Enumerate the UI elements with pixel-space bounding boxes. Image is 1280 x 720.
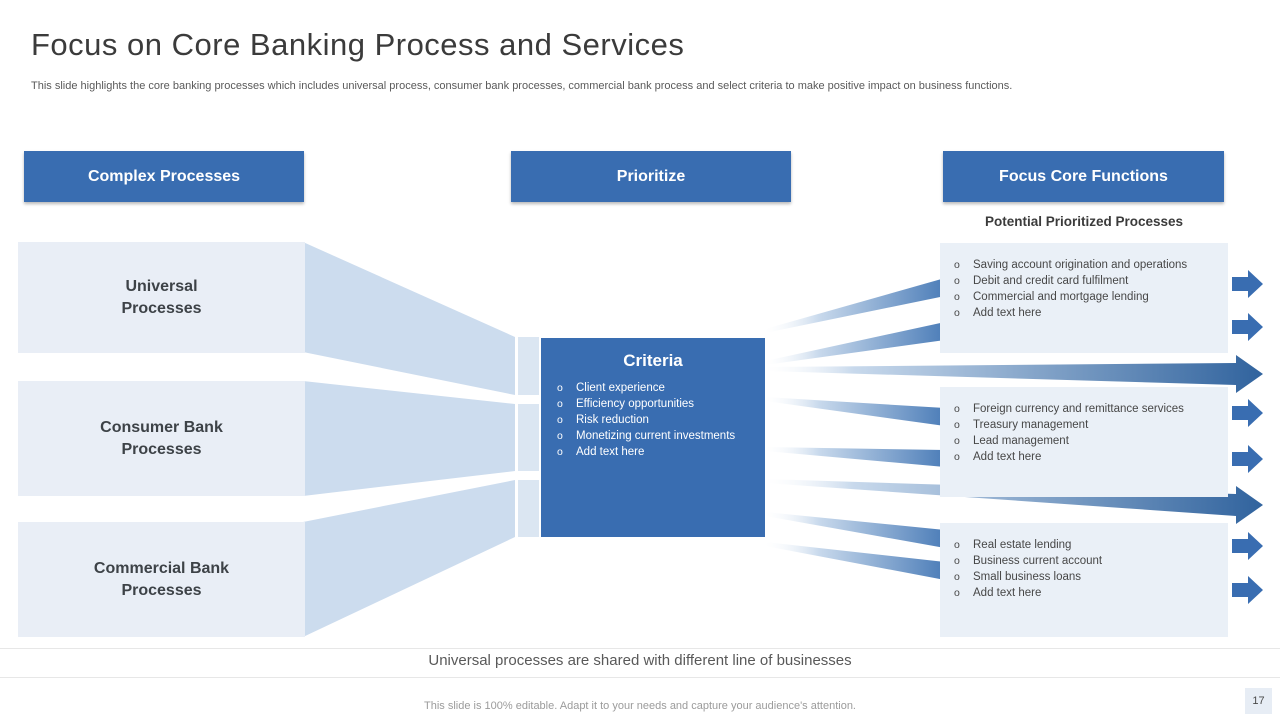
bullet-item: o Add text here xyxy=(541,444,765,460)
footer-note: This slide is 100% editable. Adapt it to… xyxy=(424,700,856,712)
bullet-item: o Client experience xyxy=(541,380,765,396)
bullet-marker-icon: o xyxy=(954,259,960,271)
bullet-item: o Risk reduction xyxy=(541,412,765,428)
bullet-marker-icon: o xyxy=(954,291,960,303)
stage-header-complex-processes: Complex Processes xyxy=(24,151,304,202)
panel-2-bullet-list: o Foreign currency and remittance service… xyxy=(940,401,1228,465)
panel-1-bullet-list: o Saving account origination and operatio… xyxy=(940,257,1228,321)
bullet-marker-icon: o xyxy=(954,555,960,567)
bullet-text: Add text here xyxy=(973,307,1042,319)
bullet-text: Lead management xyxy=(973,435,1069,447)
bullet-text: Treasury management xyxy=(973,419,1089,431)
bullet-marker-icon: o xyxy=(557,382,563,394)
page-subtitle: This slide highlights the core banking p… xyxy=(31,80,1013,92)
bullet-item: o Foreign currency and remittance service… xyxy=(940,401,1228,417)
bullet-text: Small business loans xyxy=(973,571,1082,583)
bullet-marker-icon: o xyxy=(954,307,960,319)
page-number-badge: 17 xyxy=(1245,688,1272,714)
stage-header-focus-core-functions: Focus Core Functions xyxy=(943,151,1224,202)
bullet-item: o Treasury management xyxy=(940,417,1228,433)
bullet-item: o Commercial and mortgage lending xyxy=(940,289,1228,305)
bullet-marker-icon: o xyxy=(954,587,960,599)
criteria-title: Criteria xyxy=(623,351,683,370)
page-title: Focus on Core Banking Process and Servic… xyxy=(31,27,685,62)
bullet-text: Client experience xyxy=(576,382,665,394)
bullet-text: Add text here xyxy=(973,451,1042,463)
bullet-item: o Small business loans xyxy=(940,569,1228,585)
bullet-marker-icon: o xyxy=(557,398,563,410)
bullet-marker-icon: o xyxy=(954,571,960,583)
bullet-item: o Real estate lending xyxy=(940,537,1228,553)
bullet-text: Efficiency opportunities xyxy=(576,398,695,410)
bullet-text: Debit and credit card fulfilment xyxy=(973,275,1129,287)
bullet-item: o Debit and credit card fulfilment xyxy=(940,273,1228,289)
process-box-commercial-bank: Commercial Bank Processes xyxy=(18,522,305,637)
bottom-statement: Universal processes are shared with diff… xyxy=(428,652,852,669)
bullet-item: o Monetizing current investments xyxy=(541,428,765,444)
prioritized-panel-1: o Saving account origination and operatio… xyxy=(940,243,1228,353)
prioritized-panel-2: o Foreign currency and remittance service… xyxy=(940,387,1228,497)
funnel-shapes xyxy=(303,242,539,637)
bullet-text: Add text here xyxy=(973,587,1042,599)
bullet-item: o Saving account origination and operatio… xyxy=(940,257,1228,273)
divider-line-bottom xyxy=(0,677,1280,678)
bullet-marker-icon: o xyxy=(954,403,960,415)
bullet-item: o Lead management xyxy=(940,433,1228,449)
bullet-text: Foreign currency and remittance services xyxy=(973,403,1184,415)
bullet-item: o Efficiency opportunities xyxy=(541,396,765,412)
bullet-text: Business current account xyxy=(973,555,1103,567)
bullet-item: o Business current account xyxy=(940,553,1228,569)
stage-header-prioritize: Prioritize xyxy=(511,151,791,202)
bullet-text: Monetizing current investments xyxy=(576,430,736,442)
right-arrow-icons xyxy=(1232,270,1263,604)
bullet-item: o Add text here xyxy=(940,585,1228,601)
bullet-text: Risk reduction xyxy=(576,414,649,426)
bullet-text: Saving account origination and operation… xyxy=(973,259,1188,271)
bullet-marker-icon: o xyxy=(954,435,960,447)
process-box-consumer-bank: Consumer Bank Processes xyxy=(18,381,305,496)
bullet-item: o Add text here xyxy=(940,449,1228,465)
prioritized-processes-caption: Potential Prioritized Processes xyxy=(984,214,1184,229)
bullet-marker-icon: o xyxy=(954,419,960,431)
bullet-item: o Add text here xyxy=(940,305,1228,321)
bullet-marker-icon: o xyxy=(954,451,960,463)
bullet-text: Add text here xyxy=(576,446,645,458)
process-box-universal: Universal Processes xyxy=(18,242,305,353)
beam-shapes xyxy=(765,278,945,580)
bullet-text: Real estate lending xyxy=(973,539,1072,551)
bullet-marker-icon: o xyxy=(954,539,960,551)
bullet-text: Commercial and mortgage lending xyxy=(973,291,1149,303)
bullet-marker-icon: o xyxy=(557,446,563,458)
bullet-marker-icon: o xyxy=(557,414,563,426)
divider-line-top xyxy=(0,648,1280,649)
bullet-marker-icon: o xyxy=(557,430,563,442)
bullet-marker-icon: o xyxy=(954,275,960,287)
